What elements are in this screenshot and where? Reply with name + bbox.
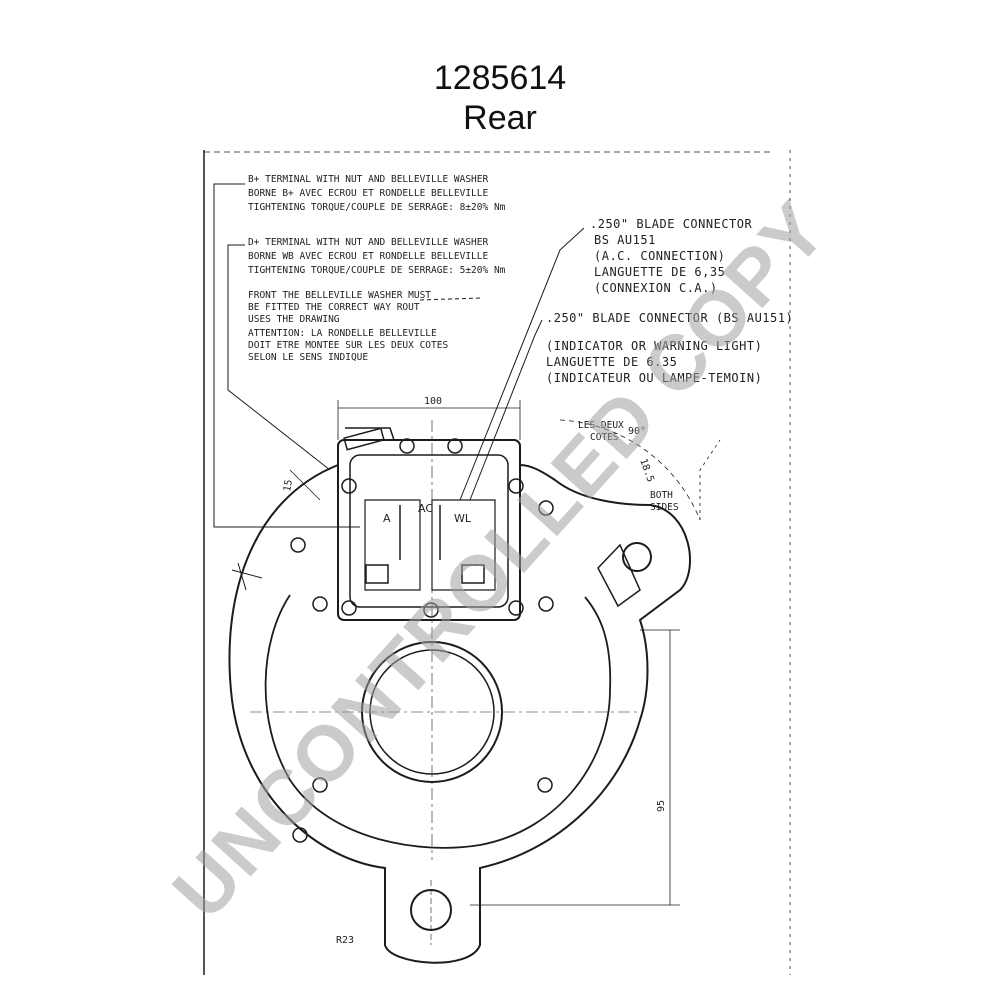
block-screw-top-left [399,438,415,454]
left-tick-2 [237,562,247,591]
terminal-ac-label: AC [418,502,433,515]
note1-line3: TIGHTENING TORQUE/COUPLE DE SERRAGE: 8±2… [248,202,506,213]
note4-line1: ATTENTION: LA RONDELLE BELLEVILLE [248,328,437,339]
sides-leader [699,439,721,520]
drawing-title: 1285614 Rear [0,58,1000,138]
terminal-b-plus [365,564,389,584]
connector2-leader [469,319,543,501]
block-screw-bottom-right [508,600,524,616]
width-dim-value: 100 [424,396,442,407]
alternator-body: R23 [228,420,691,964]
block-screw-left [341,478,357,494]
connector2-line1: .250" BLADE CONNECTOR (BS AU151) [546,311,793,325]
note1-line2: BORNE B+ AVEC ECROU ET RONDELLE BELLEVIL… [248,188,488,199]
note3-line3: USES THE DRAWING [248,314,340,325]
wl-compartment [431,499,496,591]
left-dimension: 15 [231,469,321,591]
note2-leader [227,244,331,471]
housing-bolt-5 [312,777,328,793]
connector1-line4: LANGUETTE DE 6,35 [594,265,725,279]
mounting-hole-right [622,542,652,572]
block-screw-bottom-left [341,600,357,616]
connector1-line2: BS AU151 [594,233,656,247]
inner-ring [264,594,612,849]
note2-line2: BORNE WB AVEC ECROU ET RONDELLE BELLEVIL… [248,251,488,262]
note3-line1: FRONT THE BELLEVILLE WASHER MUST [248,290,431,301]
block-screw-right [508,478,524,494]
note3-line2: BE FITTED THE CORRECT WAY ROUT [248,302,420,313]
connector1-line1: .250" BLADE CONNECTOR [590,217,752,231]
housing-bolt-7 [292,827,308,843]
note1-line1: B+ TERMINAL WITH NUT AND BELLEVILLE WASH… [248,174,488,185]
terminal-a-label: A [383,512,391,525]
angle-arc [559,419,701,521]
sides-fr-line1: LES DEUX [578,420,624,431]
height-dimension: 95 [470,629,680,906]
terminal-block: A AC WL [337,427,524,621]
note1-leader [213,183,360,528]
terminal-block-inner [349,454,509,608]
left-dim-value: 15 [282,479,295,493]
left-dim-line [289,469,321,501]
wl-blade-connector [597,543,641,608]
sides-fr-line2: COTES [590,432,619,443]
sides-en-line2: SIDES [650,502,679,513]
radius-label: R23 [336,935,354,946]
note4-line3: SELON LE SENS INDIQUE [248,352,368,363]
connector1-line3: (A.C. CONNECTION) [594,249,725,263]
terminal-d-plus [461,564,485,584]
connector-notes: .250" BLADE CONNECTOR BS AU151 (A.C. CON… [459,217,793,501]
left-tick-1 [231,569,263,579]
block-screw-top-right [447,438,463,454]
side-dim-value: 18.5 [637,457,656,483]
terminal-wl-label: WL [454,512,472,525]
block-connector-tab [343,427,385,451]
housing-bolt-1 [290,537,306,553]
note2-line1: D+ TERMINAL WITH NUT AND BELLEVILLE WASH… [248,237,488,248]
housing-bolt-6 [537,777,553,793]
block-top-left-tab [345,427,395,441]
ac-compartment [364,499,421,591]
width-dimension: 100 [337,396,521,440]
part-number: 1285614 [433,59,567,97]
housing-outline [228,464,691,964]
connector2-line4: (INDICATEUR OU LAMPE-TEMOIN) [546,371,762,385]
notes-block: B+ TERMINAL WITH NUT AND BELLEVILLE WASH… [213,174,506,528]
housing-bolt-4 [538,500,554,516]
angle-value: 90° [628,426,646,437]
note4-line2: DOIT ETRE MONTEE SUR LES DEUX COTES [248,340,448,351]
view-label: Rear [463,99,537,137]
housing-bolt-3 [538,596,554,612]
connector1-line5: (CONNEXION C.A.) [594,281,718,295]
note3-leader [419,297,481,301]
height-dim-value: 95 [656,800,667,812]
connector2-line2: (INDICATOR OR WARNING LIGHT) [546,339,762,353]
connector2-line3: LANGUETTE DE 6.35 [546,355,677,369]
housing-bolt-2 [312,596,328,612]
block-screw-bottom-center [423,602,439,618]
terminal-block-outline [337,439,521,621]
sides-en-line1: BOTH [650,490,673,501]
connector1-leader [459,227,585,501]
note2-line3: TIGHTENING TORQUE/COUPLE DE SERRAGE: 5±2… [248,265,506,276]
